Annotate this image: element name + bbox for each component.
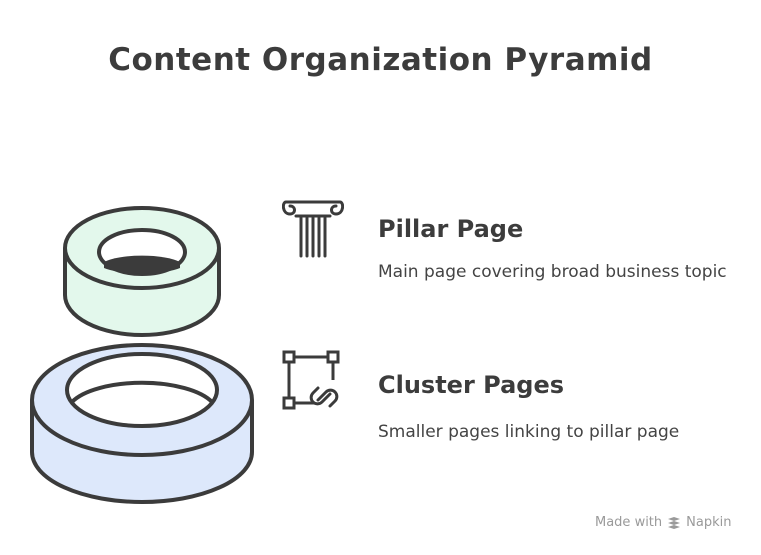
linked-nodes-icon <box>282 350 340 410</box>
cluster-pages-title: Cluster Pages <box>378 371 565 399</box>
napkin-brand: Napkin <box>686 515 732 530</box>
stacked-rings-illustration <box>30 206 254 504</box>
made-with-napkin[interactable]: Made with Napkin <box>595 515 731 530</box>
pillar-column-icon <box>282 200 344 258</box>
pillar-page-title: Pillar Page <box>378 215 524 243</box>
pillar-ring <box>63 206 221 337</box>
pillar-page-description: Main page covering broad business topic <box>378 262 727 282</box>
cluster-pages-description: Smaller pages linking to pillar page <box>378 422 680 442</box>
napkin-logo-icon <box>668 516 681 529</box>
cluster-ring <box>30 343 254 504</box>
made-with-label: Made with <box>595 515 663 530</box>
diagram-title: Content Organization Pyramid <box>108 42 653 78</box>
